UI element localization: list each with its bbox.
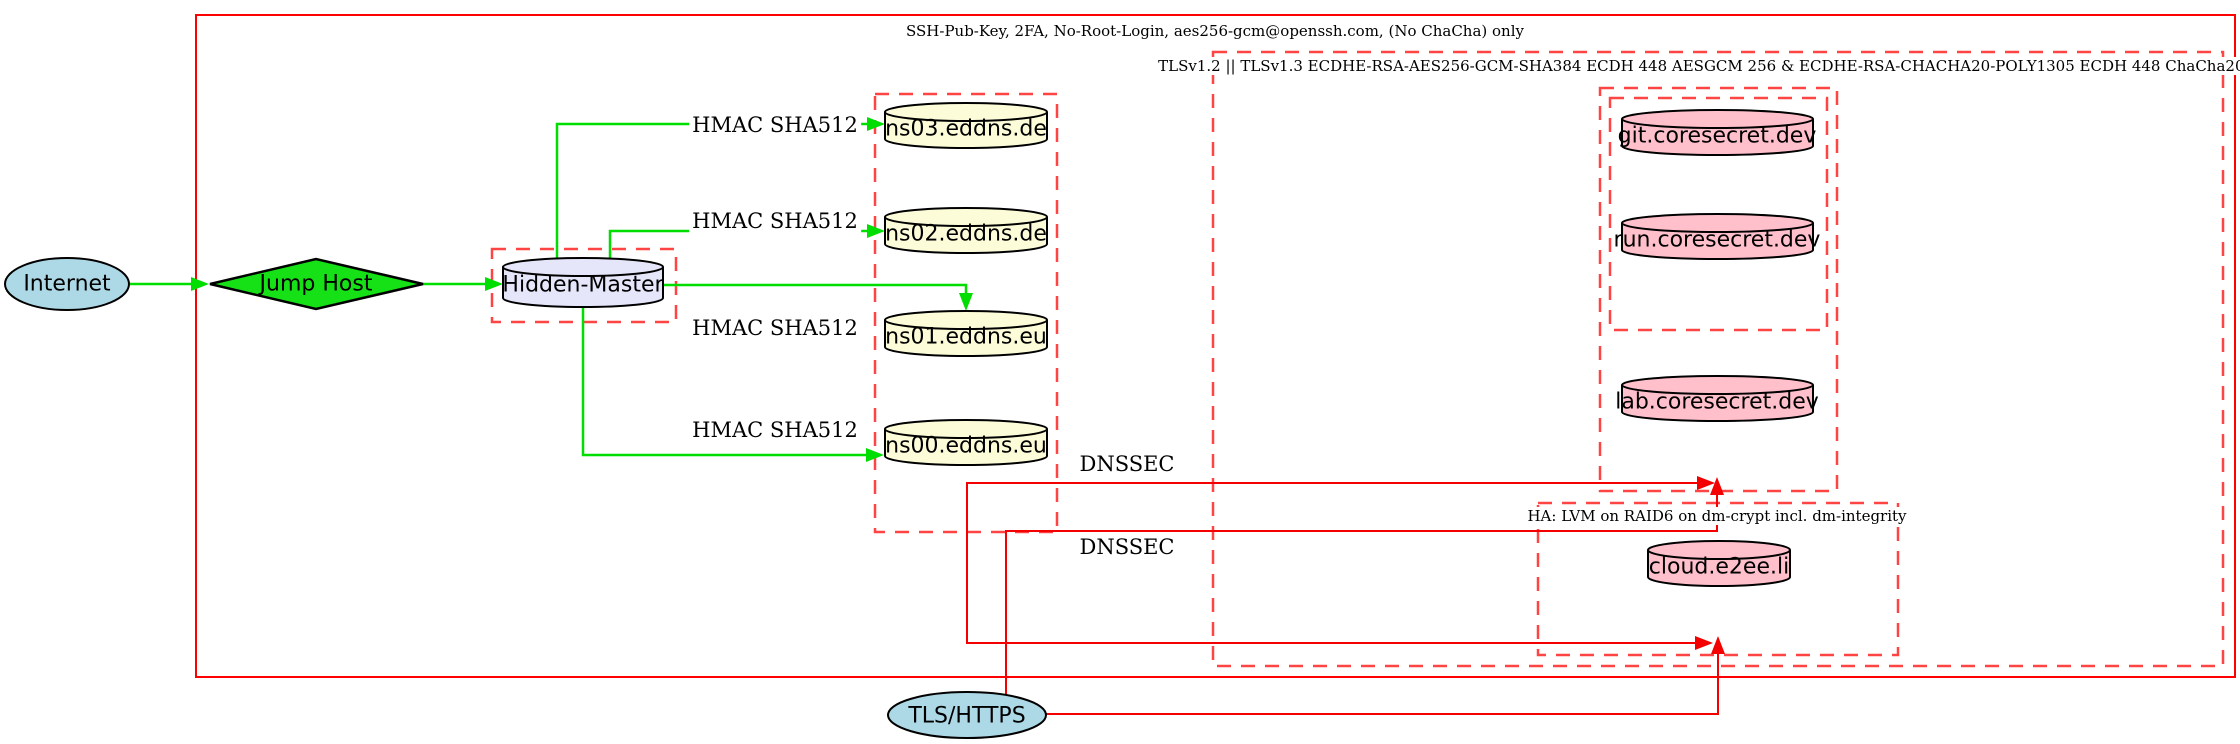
edge-label-dnssec-ha: DNSSEC xyxy=(1076,535,1178,559)
edge-hm-ns00 xyxy=(581,307,867,457)
git-cylinder xyxy=(1621,109,1814,156)
jump-host-node-label: Jump Host xyxy=(259,271,373,297)
red-arrowheads xyxy=(1695,476,1725,654)
edge-label-hmac-ns03: HMAC SHA512 xyxy=(689,113,861,137)
tls-https-node-shape xyxy=(887,691,1047,739)
dns-cluster-box xyxy=(873,92,1059,534)
git-node-label: git.coresecret.dev xyxy=(1617,123,1817,149)
green-arrowheads xyxy=(191,117,973,462)
ssh-boundary-title: SSH-Pub-Key, 2FA, No-Root-Login, aes256-… xyxy=(902,22,1528,40)
cloud-cylinder xyxy=(1647,540,1791,587)
internet-node-shape xyxy=(4,257,130,311)
lab-cylinder xyxy=(1621,375,1814,422)
coresecret-outer-cluster-box xyxy=(1598,86,1839,493)
tls-cluster-box xyxy=(1211,50,2225,668)
edge-label-hmac-ns00: HMAC SHA512 xyxy=(689,418,861,442)
edge-label-hmac-ns02: HMAC SHA512 xyxy=(689,209,861,233)
lab-node-label: lab.coresecret.dev xyxy=(1615,389,1819,415)
hidden-master-cylinder xyxy=(502,257,664,308)
edge-hm-ns03 xyxy=(555,122,868,258)
run-cylinder xyxy=(1621,213,1814,260)
cylinder-nodes xyxy=(502,102,1814,587)
ns02-node-label: ns02.eddns.de xyxy=(885,221,1047,247)
jump-host-node-shape xyxy=(209,257,424,311)
ns01-cylinder xyxy=(884,310,1048,357)
tls-cluster-title: TLSv1.2 || TLSv1.3 ECDHE-RSA-AES256-GCM-… xyxy=(1154,57,2240,75)
ha-cluster-title: HA: LVM on RAID6 on dm-crypt incl. dm-in… xyxy=(1523,507,1911,525)
run-node-label: run.coresecret.dev xyxy=(1613,227,1821,253)
green-edges xyxy=(130,122,968,457)
edge-hm-ns01 xyxy=(663,283,968,294)
ns02-cylinder xyxy=(884,207,1048,254)
ns03-cylinder xyxy=(884,102,1048,149)
cloud-node-label: cloud.e2ee.li xyxy=(1648,554,1790,580)
edge-label-hmac-ns01: HMAC SHA512 xyxy=(689,316,861,340)
ssh-boundary-box xyxy=(195,14,2236,678)
ns03-node-label: ns03.eddns.de xyxy=(885,116,1047,142)
edge-label-dnssec-web: DNSSEC xyxy=(1076,452,1178,476)
hidden-master-node-label: Hidden-Master xyxy=(502,272,664,298)
ns00-cylinder xyxy=(884,419,1048,466)
edge-dns-ha-dnssec xyxy=(966,532,1696,644)
ns00-node-label: ns00.eddns.eu xyxy=(885,433,1047,459)
edge-hm-ns02 xyxy=(608,229,868,258)
edge-tls-ha xyxy=(1046,653,1719,715)
internet-node-label: Internet xyxy=(23,271,111,297)
ns01-node-label: ns01.eddns.eu xyxy=(885,324,1047,350)
tls-https-node-label: TLS/HTTPS xyxy=(908,703,1026,729)
coresecret-inner-cluster-box xyxy=(1608,96,1829,332)
